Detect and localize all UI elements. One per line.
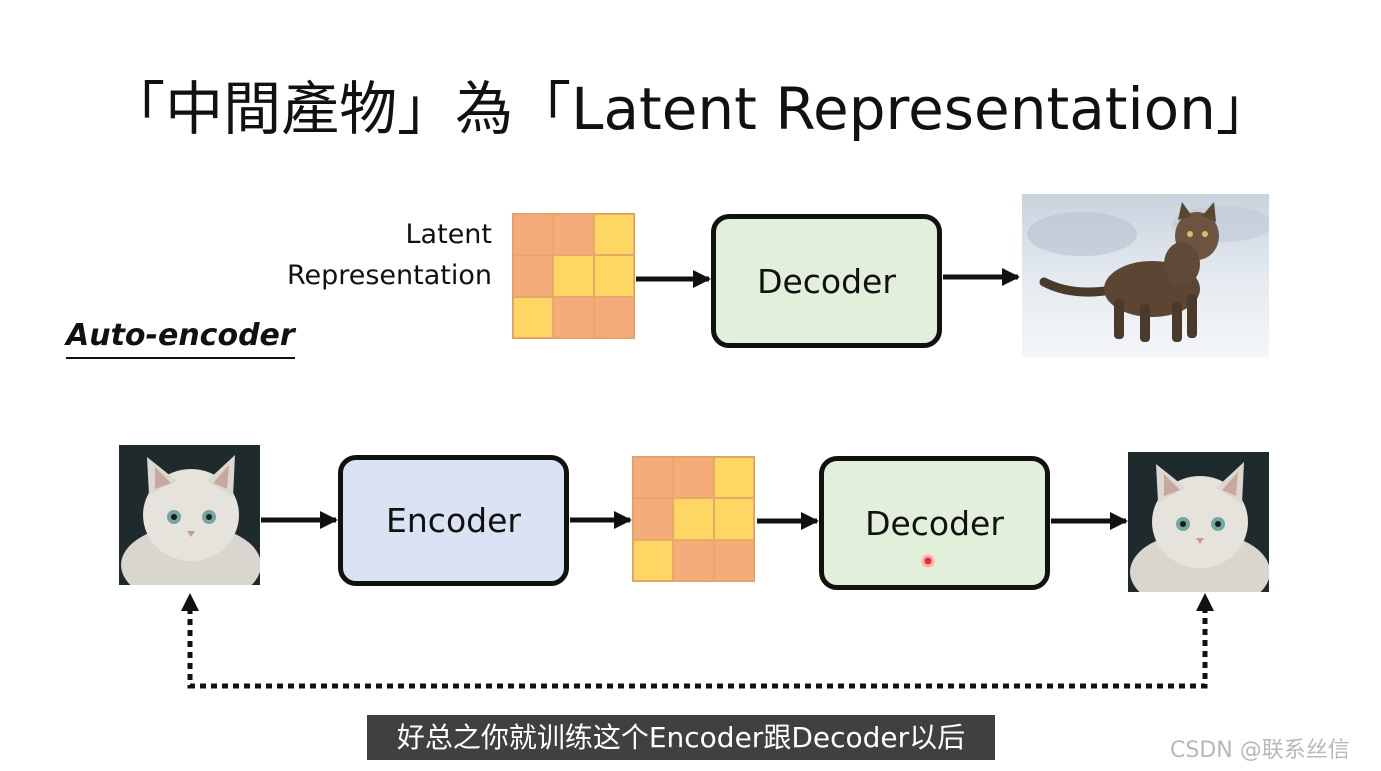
latent-cell (673, 539, 714, 581)
loop-arrowhead-left (181, 593, 199, 611)
input-kitten-image (119, 445, 260, 585)
latent-cell (553, 296, 594, 338)
latent-cell (673, 457, 714, 499)
latent-cell (633, 457, 674, 499)
output-kitten-image (1128, 452, 1269, 592)
latent-cell (513, 255, 554, 297)
latent-cell (593, 296, 634, 338)
latent-cell (553, 255, 594, 297)
latent-cell (513, 296, 554, 338)
latent-cell (673, 498, 714, 540)
latent-label-line1: Latent (405, 219, 492, 250)
latent-cell (513, 214, 554, 256)
latent-grid-top (512, 213, 635, 339)
latent-label-line2: Representation (286, 260, 492, 291)
decoder-label-top: Decoder (757, 261, 896, 301)
decoder-label-bottom: Decoder (865, 503, 1004, 543)
loop-arrowhead-right (1196, 593, 1214, 611)
csdn-watermark: CSDN @联系丝信 (1170, 738, 1350, 763)
cat-in-snow-image (1022, 194, 1269, 357)
kitten-illustration-input (119, 445, 260, 585)
latent-cell (633, 539, 674, 581)
auto-encoder-label: Auto-encoder (66, 318, 295, 359)
decoder-box-bottom: Decoder (819, 456, 1050, 590)
kitten-illustration-output (1128, 452, 1269, 592)
reconstruction-loop-dashed (187, 608, 1208, 689)
latent-cell (713, 457, 754, 499)
latent-cell (633, 498, 674, 540)
latent-grid-bottom (632, 456, 755, 582)
video-subtitle: 好总之你就训练这个Encoder跟Decoder以后 (367, 715, 995, 760)
latent-cell (593, 214, 634, 256)
cat-in-snow-illustration (1022, 194, 1269, 357)
latent-cell (593, 255, 634, 297)
latent-cell (713, 539, 754, 581)
encoder-box: Encoder (338, 455, 569, 586)
slide-title: 「中間產物」為「Latent Representation」 (107, 75, 1274, 143)
latent-cell (713, 498, 754, 540)
decoder-box-top: Decoder (711, 214, 942, 348)
laser-pointer-dot (921, 554, 935, 568)
latent-cell (553, 214, 594, 256)
encoder-label: Encoder (386, 501, 521, 540)
latent-representation-label: Latent Representation (262, 214, 492, 296)
